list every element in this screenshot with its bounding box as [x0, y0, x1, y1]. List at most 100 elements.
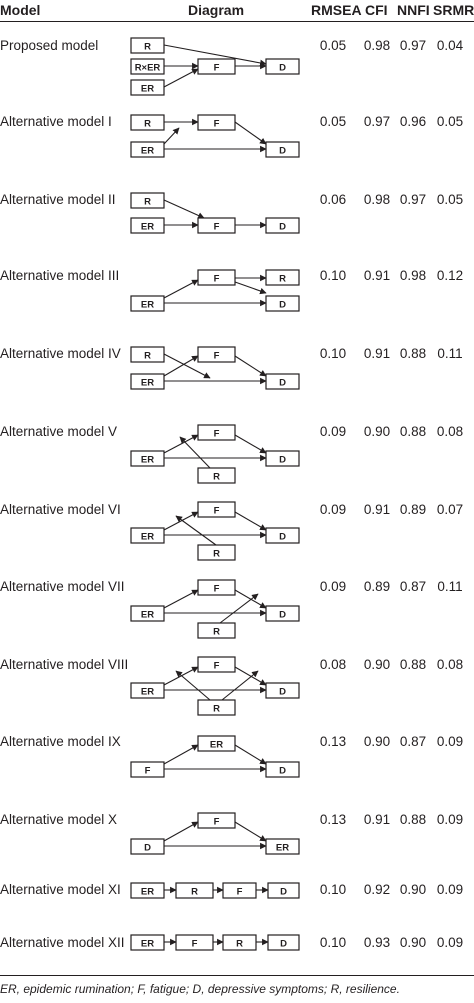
svg-text:F: F	[214, 119, 220, 130]
svg-text:D: D	[279, 455, 286, 466]
svg-text:ER: ER	[141, 146, 154, 157]
cfi-value: 0.90	[363, 657, 391, 672]
rmsea-value: 0.06	[319, 192, 347, 207]
node-r: R	[197, 544, 236, 561]
path-arrow	[234, 281, 267, 295]
header-srmr: SRMR	[433, 2, 474, 18]
svg-text:R: R	[144, 351, 151, 362]
bottom-rule	[0, 975, 474, 976]
svg-text:F: F	[214, 661, 220, 672]
rmsea-value: 0.10	[319, 935, 347, 950]
node-f: F	[197, 217, 236, 234]
cfi-value: 0.98	[363, 192, 391, 207]
svg-text:F: F	[237, 887, 243, 898]
svg-text:D: D	[280, 939, 287, 950]
nnfi-value: 0.97	[399, 192, 427, 207]
srmr-value: 0.04	[436, 38, 464, 53]
cfi-value: 0.93	[363, 935, 391, 950]
nnfi-value: 0.90	[399, 935, 427, 950]
nnfi-value: 0.88	[399, 812, 427, 827]
rmsea-value: 0.05	[319, 114, 347, 129]
node-d: D	[130, 838, 165, 855]
node-r: R	[265, 269, 300, 286]
svg-text:D: D	[280, 887, 287, 898]
row-name: Alternative model XII	[0, 935, 125, 950]
row-name: Alternative model I	[0, 114, 112, 129]
nnfi-value: 0.89	[399, 502, 427, 517]
path-arrow	[179, 436, 211, 469]
svg-text:ER: ER	[141, 222, 154, 233]
rmsea-value: 0.13	[319, 734, 347, 749]
cfi-value: 0.90	[363, 734, 391, 749]
row-name: Alternative model VII	[0, 579, 125, 594]
nnfi-value: 0.88	[399, 657, 427, 672]
rmsea-value: 0.09	[319, 502, 347, 517]
svg-text:D: D	[279, 687, 286, 698]
path-arrow	[163, 279, 199, 299]
svg-text:F: F	[145, 766, 151, 777]
node-d: D	[267, 882, 300, 899]
node-r: R	[197, 699, 236, 716]
node-f: F	[197, 269, 236, 286]
node-er: ER	[130, 882, 165, 899]
path-arrow	[175, 515, 217, 546]
node-er: ER	[197, 735, 236, 752]
cfi-value: 0.91	[363, 346, 391, 361]
node-f: F	[197, 58, 236, 75]
nnfi-value: 0.88	[399, 424, 427, 439]
node-er: ER	[130, 605, 165, 622]
node-r: R	[197, 622, 236, 639]
svg-text:ER: ER	[141, 455, 154, 466]
svg-text:R: R	[144, 119, 151, 130]
header-rmsea: RMSEA	[311, 2, 362, 18]
path-arrow	[234, 589, 267, 609]
svg-text:D: D	[279, 532, 286, 543]
svg-text:F: F	[214, 63, 220, 74]
node-d: D	[265, 141, 300, 158]
cfi-value: 0.91	[363, 812, 391, 827]
rmsea-value: 0.08	[319, 657, 347, 672]
node-r: R	[222, 934, 257, 951]
node-f: F	[197, 812, 236, 829]
srmr-value: 0.09	[436, 882, 464, 897]
node-f: F	[197, 656, 236, 673]
svg-text:R: R	[236, 939, 243, 950]
row-name: Alternative model XI	[0, 882, 121, 897]
svg-text:R: R	[279, 274, 286, 285]
srmr-value: 0.11	[437, 579, 463, 594]
svg-text:D: D	[279, 63, 286, 74]
svg-text:F: F	[214, 817, 220, 828]
row-name: Alternative model II	[0, 192, 116, 207]
svg-text:D: D	[279, 222, 286, 233]
row-name: Alternative model IX	[0, 734, 121, 749]
nnfi-value: 0.90	[399, 882, 427, 897]
row-name: Alternative model VIII	[0, 657, 129, 672]
rmsea-value: 0.09	[319, 424, 347, 439]
path-arrow	[219, 593, 259, 624]
path-arrow	[163, 434, 199, 454]
svg-text:ER: ER	[141, 887, 154, 898]
node-er: ER	[130, 295, 165, 312]
node-r: R	[130, 114, 165, 131]
node-d: D	[265, 58, 300, 75]
header-diagram: Diagram	[188, 2, 245, 18]
node-er: ER	[130, 527, 165, 544]
node-er: ER	[130, 373, 165, 390]
header-model: Model	[0, 2, 41, 18]
node-er: ER	[130, 682, 165, 699]
node-r: R	[130, 37, 165, 54]
svg-text:F: F	[214, 274, 220, 285]
svg-text:ER: ER	[141, 300, 154, 311]
header-cfi: CFI	[365, 2, 388, 18]
svg-text:F: F	[214, 429, 220, 440]
header-nnfi: NNFI	[397, 2, 430, 18]
node-f: F	[197, 346, 236, 363]
svg-text:ER: ER	[141, 939, 154, 950]
cfi-value: 0.92	[363, 882, 391, 897]
srmr-value: 0.08	[436, 424, 464, 439]
rmsea-value: 0.09	[319, 579, 347, 594]
rmsea-value: 0.05	[319, 38, 347, 53]
srmr-value: 0.09	[436, 935, 464, 950]
nnfi-value: 0.96	[399, 114, 427, 129]
svg-text:ER: ER	[141, 532, 154, 543]
